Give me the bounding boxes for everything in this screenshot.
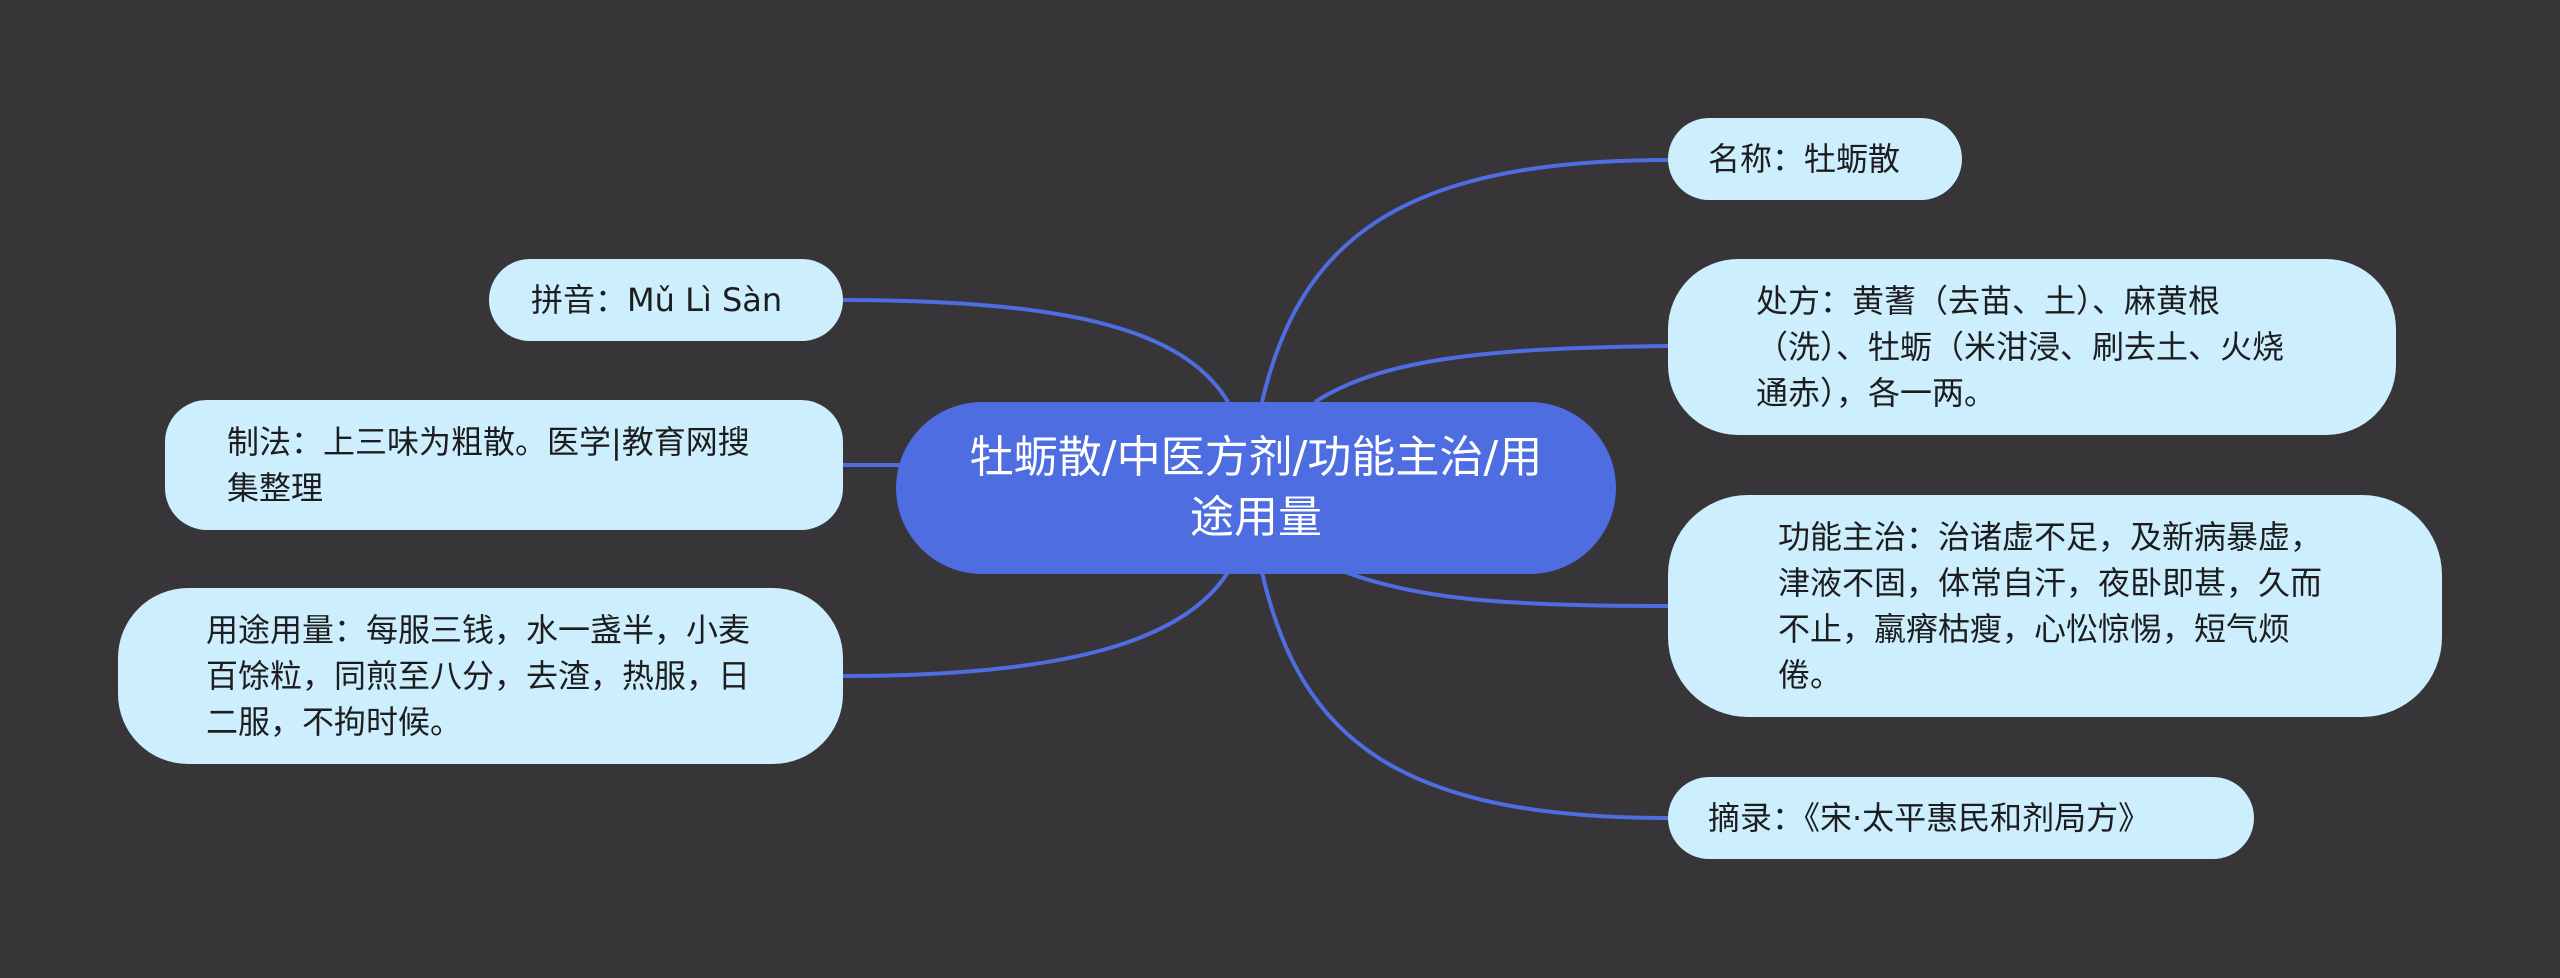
connector-pinyin — [842, 298, 1230, 404]
node-mingcheng[interactable]: 名称：牡蛎散 — [1668, 118, 1962, 200]
node-gongneng-label: 功能主治：治诸虚不足，及新病暴虚，津液不固，体常自汗，夜卧即甚，久而不止，羸瘠枯… — [1778, 518, 2323, 694]
node-pinyin-label: 拼音：Mǔ Lì Sàn — [531, 281, 783, 319]
node-chufang[interactable]: 处方：黄蓍（去苗、土）、麻黄根（洗）、牡蛎（米泔浸、刷去土、火烧通赤），各一两。 — [1668, 259, 2396, 435]
node-zhifa[interactable]: 制法：上三味为粗散。医学|教育网搜集整理 — [165, 400, 843, 530]
central-topic-label: 牡蛎散/中医方剂/功能主治/用途用量 — [969, 432, 1543, 543]
node-yongtu-label: 用途用量：每服三钱，水一盏半，小麦百馀粒，同煎至八分，去渣，热服，日二服，不拘时… — [206, 611, 751, 741]
connector-gongneng — [1344, 570, 1669, 608]
connector-mingcheng — [1260, 158, 1669, 403]
connector-chufang — [1313, 344, 1669, 404]
node-zhailu-label: 摘录：《宋·太平惠民和剂局方》 — [1708, 799, 2151, 837]
node-yongtu[interactable]: 用途用量：每服三钱，水一盏半，小麦百馀粒，同煎至八分，去渣，热服，日二服，不拘时… — [118, 588, 843, 764]
connector-yongtu — [842, 570, 1230, 678]
node-gongneng[interactable]: 功能主治：治诸虚不足，及新病暴虚，津液不固，体常自汗，夜卧即甚，久而不止，羸瘠枯… — [1668, 495, 2442, 717]
node-zhailu[interactable]: 摘录：《宋·太平惠民和剂局方》 — [1668, 777, 2254, 859]
node-pinyin[interactable]: 拼音：Mǔ Lì Sàn — [489, 259, 843, 341]
node-mingcheng-label: 名称：牡蛎散 — [1708, 140, 1901, 178]
connector-zhailu — [1260, 571, 1669, 820]
node-zhifa-label: 制法：上三味为粗散。医学|教育网搜集整理 — [227, 423, 750, 507]
central-topic[interactable]: 牡蛎散/中医方剂/功能主治/用途用量 — [896, 402, 1616, 574]
node-chufang-label: 处方：黄蓍（去苗、土）、麻黄根（洗）、牡蛎（米泔浸、刷去土、火烧通赤），各一两。 — [1756, 282, 2285, 412]
